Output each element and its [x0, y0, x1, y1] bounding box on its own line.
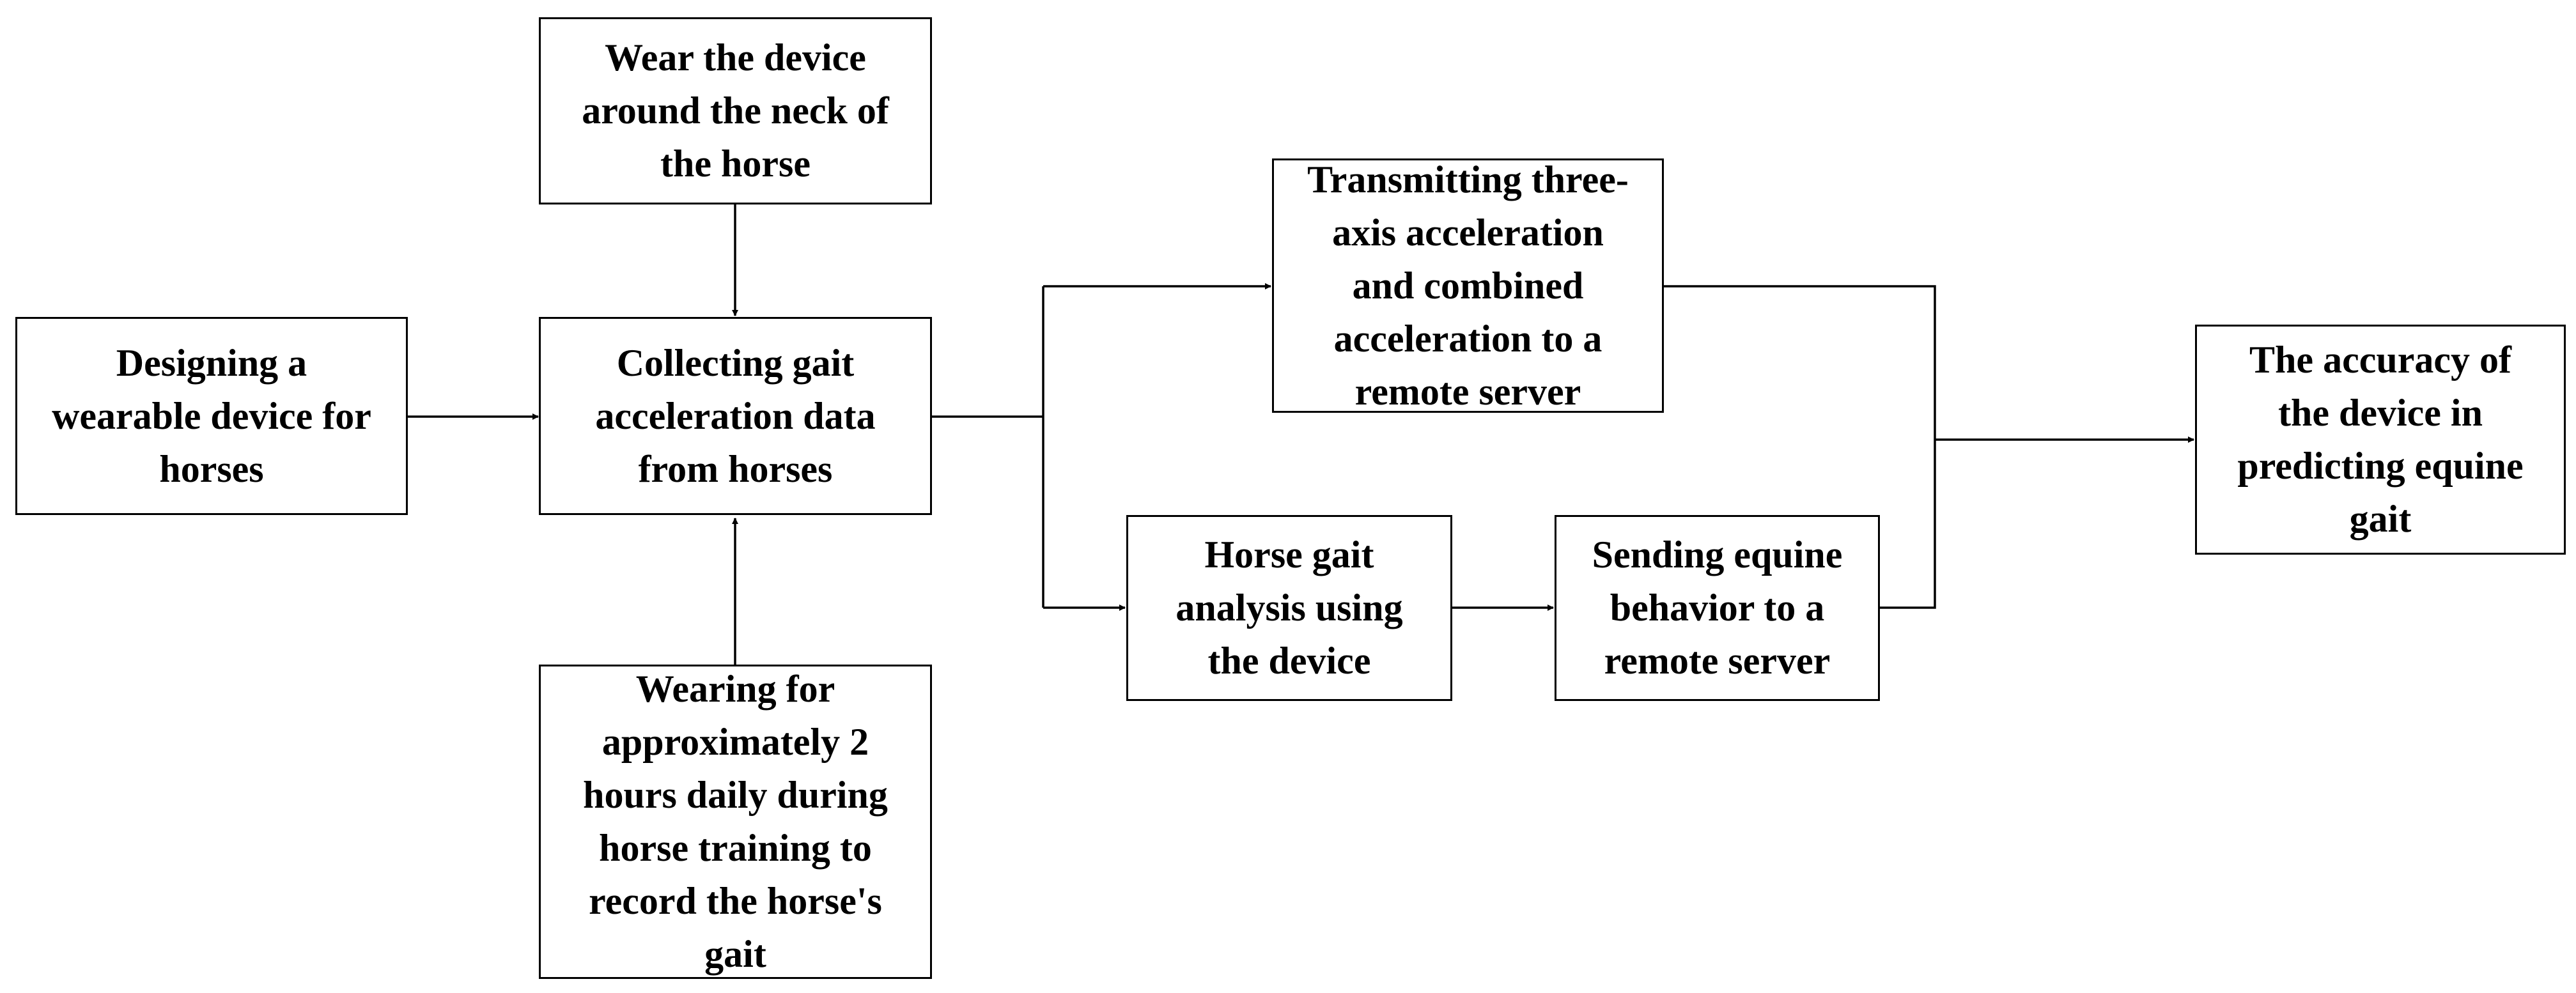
box-sending-equine-behavior-label: Sending equine behavior to a remote serv… — [1592, 534, 1843, 682]
box-horse-gait-analysis: Horse gait analysis using the device — [1126, 515, 1452, 701]
box-transmitting-acceleration: Transmitting three- axis acceleration an… — [1272, 158, 1664, 413]
box-prediction-accuracy: The accuracy of the device in predicting… — [2195, 325, 2566, 555]
box-collecting-gait-data-label: Collecting gait acceleration data from h… — [595, 341, 876, 490]
box-prediction-accuracy-label: The accuracy of the device in predicting… — [2237, 339, 2524, 540]
box-transmitting-acceleration-label: Transmitting three- axis acceleration an… — [1307, 158, 1629, 413]
box-designing-device-label: Designing a wearable device for horses — [52, 341, 371, 490]
box-designing-device: Designing a wearable device for horses — [15, 317, 408, 515]
box-wear-device-neck: Wear the device around the neck of the h… — [539, 17, 932, 204]
box-sending-equine-behavior: Sending equine behavior to a remote serv… — [1555, 515, 1880, 701]
box-collecting-gait-data: Collecting gait acceleration data from h… — [539, 317, 932, 515]
box-wear-device-neck-label: Wear the device around the neck of the h… — [582, 36, 889, 185]
connector-send-to-merge — [1880, 440, 1936, 609]
box-wearing-daily-label: Wearing for approximately 2 hours daily … — [583, 668, 888, 975]
box-horse-gait-analysis-label: Horse gait analysis using the device — [1175, 534, 1403, 682]
connector-transmit-to-merge — [1664, 285, 1936, 440]
box-wearing-daily: Wearing for approximately 2 hours daily … — [539, 665, 932, 979]
